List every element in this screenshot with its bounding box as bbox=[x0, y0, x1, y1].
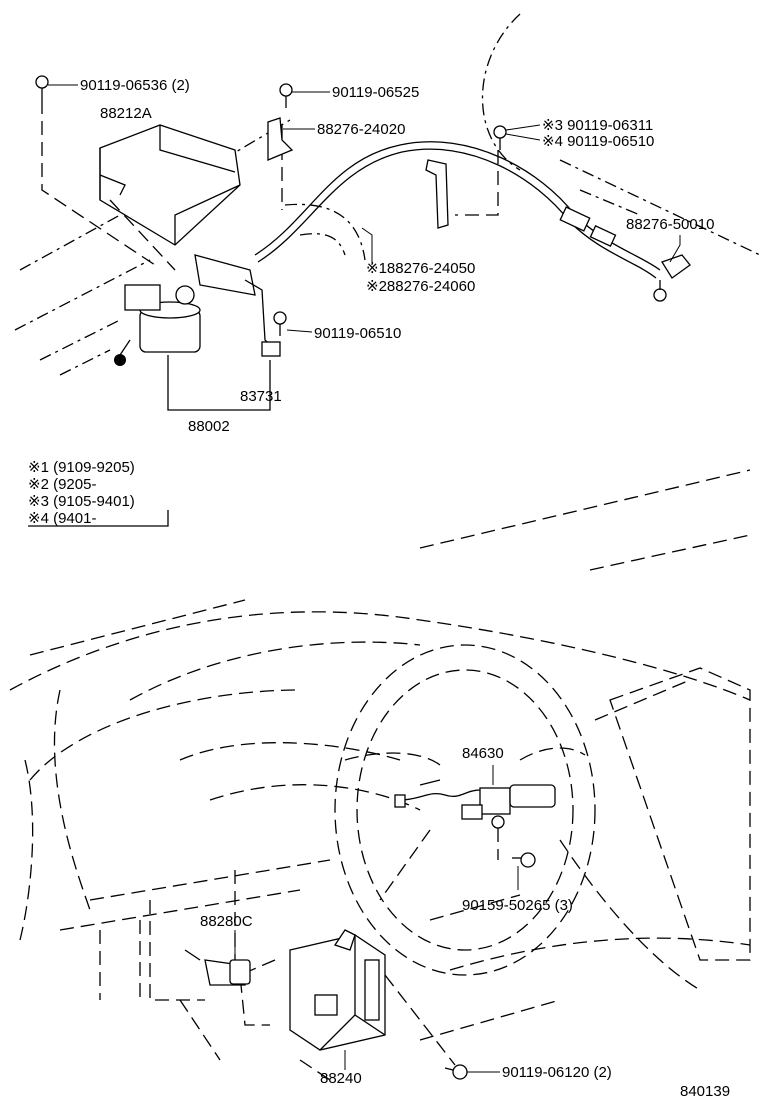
bolt-bottom bbox=[444, 1064, 468, 1080]
figure-number: 840139 bbox=[680, 1083, 730, 1100]
legend: ※1 (9109-9205) ※2 (9205- ※3 (9105-9401) … bbox=[28, 459, 169, 527]
legend-bracket bbox=[28, 510, 169, 527]
callout-actuator: 88002 bbox=[188, 418, 230, 435]
bolt-right bbox=[493, 125, 507, 150]
callout-bolt-r3: ※3 90119-06311 bbox=[542, 117, 653, 134]
callout-bolt-mid: 90119-06510 bbox=[314, 325, 401, 342]
callout-bolt-r4: ※4 90119-06510 bbox=[542, 133, 654, 150]
top-assembly-drawing bbox=[14, 13, 760, 411]
bracket-part bbox=[267, 117, 294, 161]
screw-part bbox=[512, 852, 536, 868]
legend-note-2: ※2 (9205- bbox=[28, 476, 96, 493]
callout-screw: 90159-50265 (3) bbox=[462, 897, 573, 914]
callout-bolt-top-left: 90119-06536 (2) bbox=[80, 77, 190, 94]
switch-part bbox=[394, 779, 556, 829]
callout-bolt-bottom: 90119-06120 (2) bbox=[502, 1064, 612, 1081]
callout-cable1: ※188276-24050 bbox=[366, 260, 475, 277]
callout-cover: 88212A bbox=[100, 105, 152, 122]
cover-part bbox=[99, 124, 241, 246]
clamp-part bbox=[661, 254, 691, 279]
callout-link: 83731 bbox=[240, 388, 282, 405]
callout-bolt-top-mid: 90119-06525 bbox=[332, 84, 419, 101]
callout-clamp: 88276-50010 bbox=[626, 216, 714, 233]
steering-wheel bbox=[334, 644, 596, 976]
callout-cable2: ※288276-24060 bbox=[366, 278, 475, 295]
link-part bbox=[194, 254, 281, 357]
legend-note-1: ※1 (9109-9205) bbox=[28, 459, 135, 476]
legend-note-4: ※4 (9401- bbox=[28, 510, 96, 527]
clutch-switch-part bbox=[184, 949, 251, 986]
callout-computer: 88240 bbox=[320, 1070, 362, 1087]
callout-clutch-switch: 88280C bbox=[200, 913, 253, 930]
bolt-top-mid bbox=[279, 83, 293, 108]
bottom-assembly-drawing bbox=[9, 469, 751, 1081]
bolt-top-left bbox=[35, 75, 49, 100]
actuator-part bbox=[114, 284, 201, 366]
bolt-mid bbox=[273, 311, 287, 336]
legend-note-3: ※3 (9105-9401) bbox=[28, 493, 135, 510]
computer-part bbox=[289, 929, 386, 1051]
cable-bracket bbox=[425, 159, 449, 229]
control-cable bbox=[254, 141, 667, 302]
callout-bracket: 88276-24020 bbox=[317, 121, 405, 138]
callout-switch: 84630 bbox=[462, 745, 504, 762]
